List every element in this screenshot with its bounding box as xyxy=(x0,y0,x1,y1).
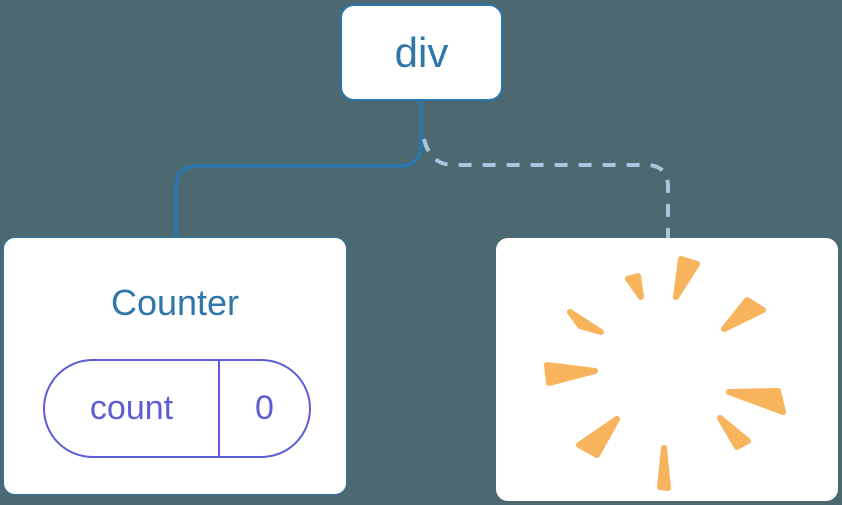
state-pill: count 0 xyxy=(43,359,311,458)
node-counter: Counter count 0 xyxy=(3,237,347,495)
edge-div-to-removed xyxy=(422,138,670,238)
node-div: div xyxy=(340,4,503,101)
state-key: count xyxy=(89,389,174,427)
poof-ray xyxy=(717,415,751,450)
poof-ray xyxy=(657,445,671,491)
counter-title: Counter xyxy=(110,282,240,323)
poof-ray xyxy=(625,273,644,300)
poof-ray xyxy=(673,256,700,300)
node-div-label: div xyxy=(394,28,449,76)
poof-starburst-icon xyxy=(544,256,786,491)
poof-ray xyxy=(544,362,598,386)
state-value: 0 xyxy=(218,361,309,456)
poof-ray xyxy=(721,297,766,332)
poof-ray xyxy=(576,416,620,458)
poof-ray xyxy=(726,388,786,415)
edge-div-to-counter xyxy=(174,99,423,239)
node-removed xyxy=(496,238,838,501)
poof-ray xyxy=(567,309,604,335)
